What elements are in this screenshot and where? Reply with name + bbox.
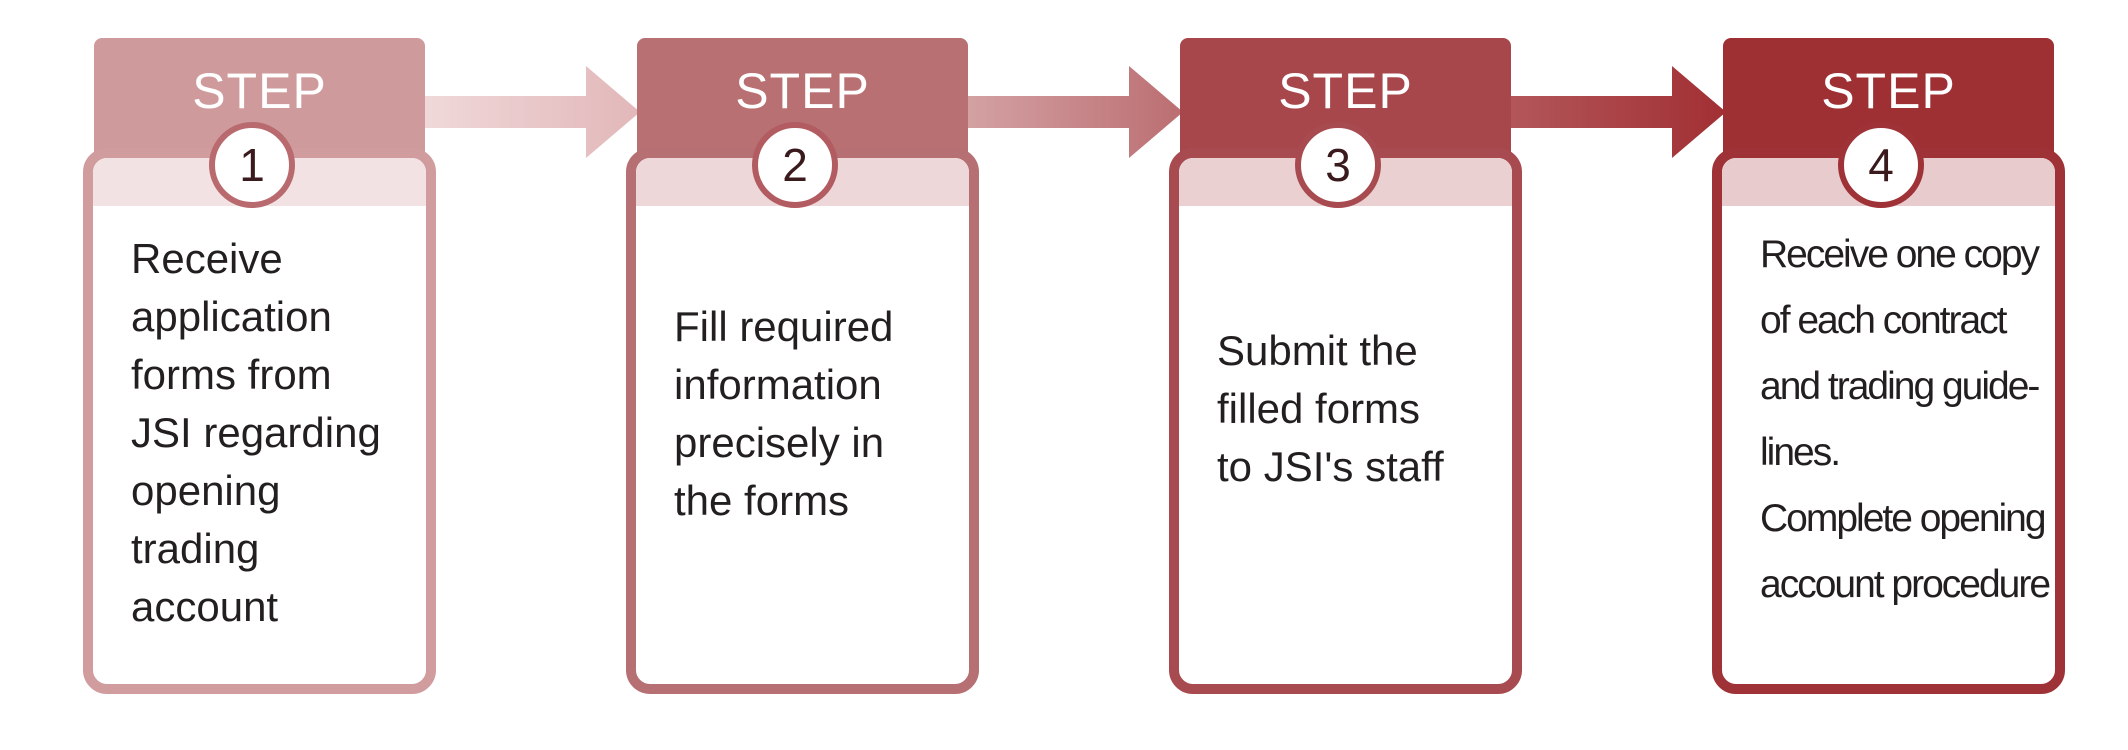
step-3-number-badge: 3 xyxy=(1295,122,1381,208)
step-2-text: Fill required information precisely in t… xyxy=(674,303,894,524)
step-3-text: Submit the filled forms to JSI's staff xyxy=(1217,327,1444,490)
step-4-header-label: STEP xyxy=(1821,63,1956,119)
step-2: STEP Fill required information precisely… xyxy=(626,38,979,694)
step-2-header-label: STEP xyxy=(735,63,870,119)
step-2-number-badge: 2 xyxy=(752,122,838,208)
step-1-text: Receive application forms from JSI regar… xyxy=(131,235,381,630)
step-4: STEP Receive one copy of each contract a… xyxy=(1712,38,2065,694)
step-3-card: Submit the filled forms to JSI's staff xyxy=(1169,148,1522,694)
step-4-card: Receive one copy of each contract and tr… xyxy=(1712,148,2065,694)
arrow-step1-to-step2 xyxy=(422,66,640,158)
step-3: STEP Submit the filled forms to JSI's st… xyxy=(1169,38,1522,694)
arrow-step2-to-step3 xyxy=(965,66,1183,158)
step-1: STEP Receive application forms from JSI … xyxy=(83,38,436,694)
arrow-step3-to-step4 xyxy=(1508,66,1726,158)
step-4-number-badge: 4 xyxy=(1838,122,1924,208)
step-1-number-badge: 1 xyxy=(209,122,295,208)
step-2-card: Fill required information precisely in t… xyxy=(626,148,979,694)
step-3-header-label: STEP xyxy=(1278,63,1413,119)
step-1-card: Receive application forms from JSI regar… xyxy=(83,148,436,694)
step-4-text: Receive one copy of each contract and tr… xyxy=(1760,233,2051,606)
step-1-header-label: STEP xyxy=(192,63,327,119)
